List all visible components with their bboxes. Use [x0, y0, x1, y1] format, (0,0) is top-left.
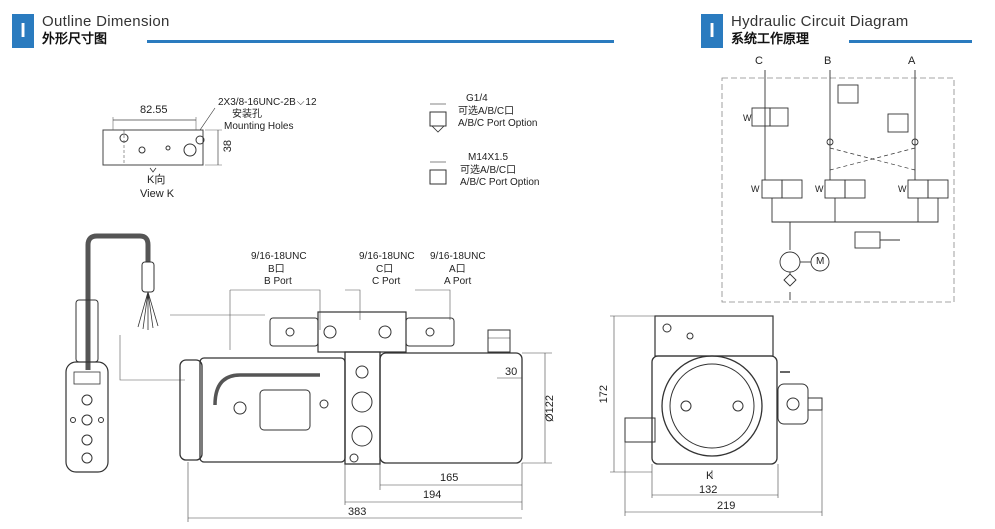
view-k-marker: K [706, 470, 714, 482]
port-c-cn: C口 [376, 264, 394, 275]
circuit-w-label: W [815, 184, 824, 194]
port-option-2-thread: M14X1.5 [468, 152, 509, 163]
dim-219: 219 [717, 500, 736, 512]
dim-132: 132 [699, 484, 718, 496]
circuit-w-label: W [751, 184, 760, 194]
outline-header-rule [147, 40, 614, 43]
section-marker-icon: I [12, 14, 34, 48]
port-option-1-cn: 可选A/B/C口 [458, 106, 515, 117]
mounting-holes-en: Mounting Holes [224, 121, 294, 132]
dim-194: 194 [423, 489, 442, 501]
circuit-diagram-header: I Hydraulic Circuit Diagram 系统工作原理 [701, 14, 909, 48]
mounting-holes-cn: 安装孔 [232, 109, 262, 120]
view-k-cn: K向 [147, 174, 166, 186]
port-a-thread: 9/16-18UNC [430, 251, 486, 262]
circuit-port-c: C [755, 55, 763, 67]
view-k-en: View K [140, 188, 175, 200]
circuit-port-b: B [824, 55, 832, 67]
circuit-header-rule [849, 40, 972, 43]
pump-front-view [179, 311, 523, 465]
port-a-cn: A口 [449, 264, 466, 275]
port-option-1-thread: G1/4 [466, 93, 488, 104]
view-k-width-label: 82.55 [140, 104, 168, 116]
motor-symbol-icon: M [816, 256, 825, 267]
outline-dimension-header: I Outline Dimension 外形尺寸图 [12, 14, 170, 48]
port-option-2-en: A/B/C Port Option [460, 177, 540, 188]
view-k-height-label: 38 [222, 140, 234, 153]
circuit-w-label: W [898, 184, 907, 194]
hydraulic-circuit [721, 70, 955, 303]
dim-383: 383 [348, 506, 367, 518]
circuit-title-cn: 系统工作原理 [731, 31, 810, 46]
port-option-icon-2 [429, 161, 447, 185]
dim-122: Ø122 [544, 395, 556, 422]
mounting-holes-spec: 2X3/8-16UNC-2B⌵12 [218, 97, 317, 108]
pump-side-view [624, 315, 823, 465]
port-b-thread: 9/16-18UNC [251, 251, 307, 262]
remote-pendant [65, 233, 159, 473]
dim-172: 172 [598, 385, 610, 404]
port-option-2-cn: 可选A/B/C口 [460, 165, 517, 176]
dim-165: 165 [440, 472, 459, 484]
port-leaders [119, 289, 451, 381]
dim-30: 30 [505, 366, 518, 378]
outline-title-cn: 外形尺寸图 [42, 31, 108, 46]
port-option-icon-1 [429, 103, 447, 133]
port-c-en: C Port [372, 276, 401, 287]
circuit-port-a: A [908, 55, 916, 67]
circuit-title-en: Hydraulic Circuit Diagram [731, 13, 909, 30]
port-b-en: B Port [264, 276, 292, 287]
port-c-thread: 9/16-18UNC [359, 251, 415, 262]
front-dimension-lines [187, 352, 552, 522]
port-a-en: A Port [444, 276, 472, 287]
outline-title-en: Outline Dimension [42, 13, 170, 30]
view-k-plate [102, 107, 222, 173]
port-option-1-en: A/B/C Port Option [458, 118, 538, 129]
port-b-cn: B口 [268, 264, 285, 275]
section-marker-icon: I [701, 14, 723, 48]
circuit-w-label: W [743, 113, 752, 123]
side-dimension-lines [610, 315, 823, 516]
